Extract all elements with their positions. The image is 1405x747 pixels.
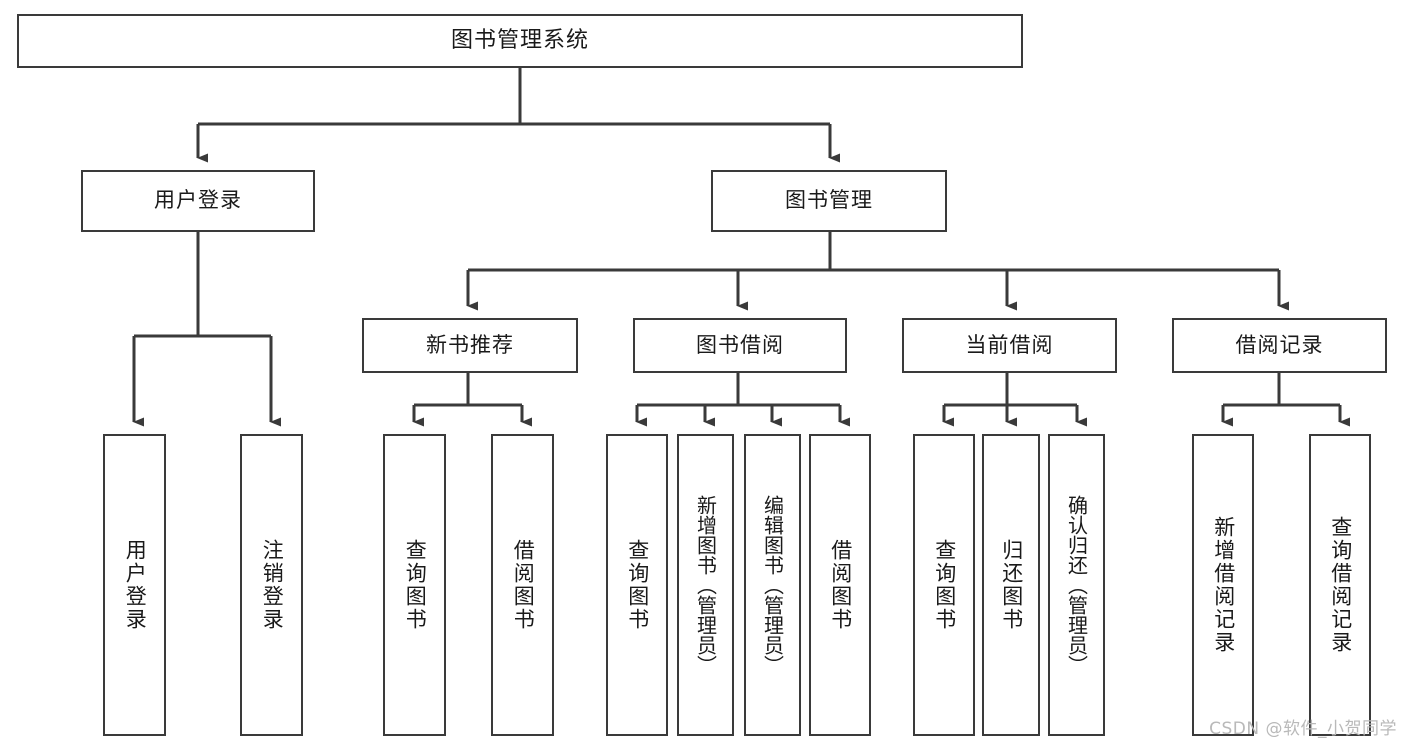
node-label: 新增图书（管理员） xyxy=(693,495,718,675)
leaf-logout[interactable]: 注销登录 xyxy=(240,434,303,736)
csdn-watermark: CSDN @软件_小贺同学 xyxy=(1209,719,1397,739)
node-label: 图书管理系统 xyxy=(450,27,589,53)
node-label: 借阅记录 xyxy=(1235,332,1324,357)
node-label: 借阅图书 xyxy=(828,539,853,631)
node-label: 编辑图书（管理员） xyxy=(760,495,785,675)
node-book-borrow[interactable]: 图书借阅 xyxy=(633,318,847,373)
leaf-borrow-book[interactable]: 借阅图书 xyxy=(809,434,871,736)
node-borrow-record[interactable]: 借阅记录 xyxy=(1172,318,1387,373)
node-label: 查询图书 xyxy=(403,539,428,631)
node-label: 注销登录 xyxy=(260,539,285,631)
node-user-login[interactable]: 用户登录 xyxy=(81,170,315,232)
leaf-edit-book-admin[interactable]: 编辑图书（管理员） xyxy=(744,434,801,736)
node-book-management[interactable]: 图书管理 xyxy=(711,170,947,232)
node-root-system[interactable]: 图书管理系统 xyxy=(17,14,1023,68)
node-label: 图书借阅 xyxy=(696,332,784,357)
node-label: 归还图书 xyxy=(999,539,1024,631)
node-current-borrow[interactable]: 当前借阅 xyxy=(902,318,1117,373)
node-label: 用户登录 xyxy=(154,188,242,213)
node-label: 查询图书 xyxy=(932,539,957,631)
node-new-book-recommend[interactable]: 新书推荐 xyxy=(362,318,578,373)
node-label: 用户登录 xyxy=(123,539,148,631)
leaf-query-borrow-record[interactable]: 查询借阅记录 xyxy=(1309,434,1371,736)
leaf-query-book-recommend[interactable]: 查询图书 xyxy=(383,434,446,736)
leaf-confirm-return-admin[interactable]: 确认归还（管理员） xyxy=(1048,434,1105,736)
node-label: 确认归还（管理员） xyxy=(1064,495,1089,675)
leaf-add-borrow-record[interactable]: 新增借阅记录 xyxy=(1192,434,1254,736)
leaf-add-book-admin[interactable]: 新增图书（管理员） xyxy=(677,434,734,736)
node-label: 新增借阅记录 xyxy=(1211,516,1236,654)
node-label: 图书管理 xyxy=(785,188,873,213)
leaf-return-book[interactable]: 归还图书 xyxy=(982,434,1040,736)
node-label: 查询图书 xyxy=(625,539,650,631)
node-label: 当前借阅 xyxy=(965,332,1054,357)
leaf-query-book-current[interactable]: 查询图书 xyxy=(913,434,975,736)
leaf-borrow-book-recommend[interactable]: 借阅图书 xyxy=(491,434,554,736)
leaf-user-login[interactable]: 用户登录 xyxy=(103,434,166,736)
node-label: 借阅图书 xyxy=(511,539,536,631)
leaf-query-book-borrow[interactable]: 查询图书 xyxy=(606,434,668,736)
node-label: 查询借阅记录 xyxy=(1328,516,1353,654)
node-label: 新书推荐 xyxy=(426,332,514,357)
